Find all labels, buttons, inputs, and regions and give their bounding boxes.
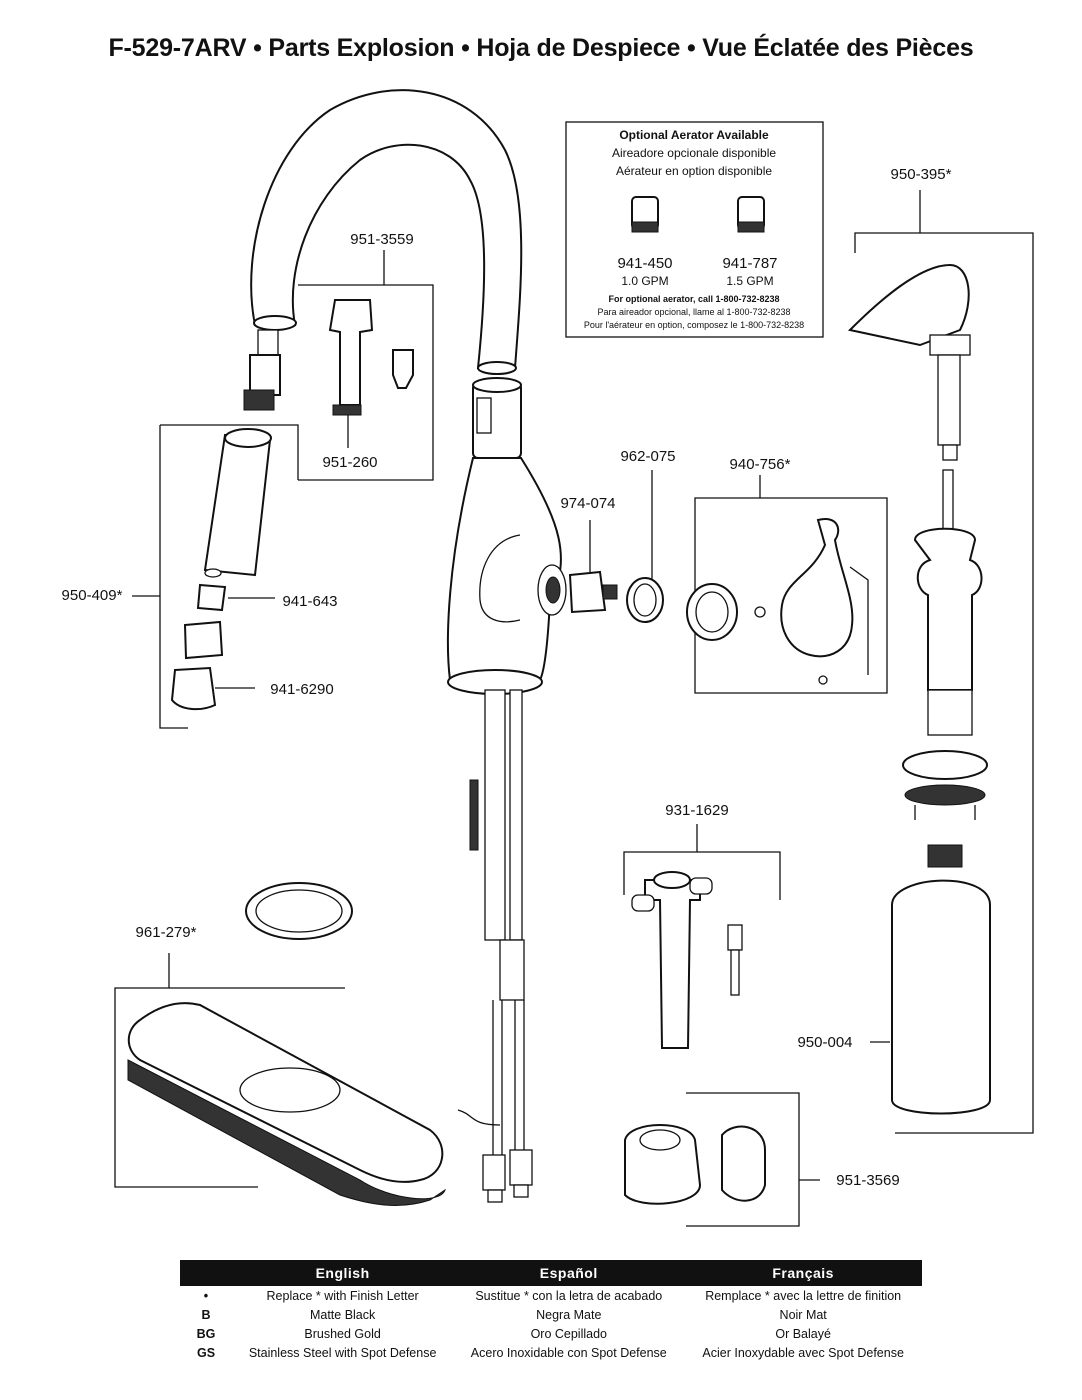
- aerator-part-b: 941-787: [722, 255, 777, 272]
- soap-dispenser: [847, 190, 1034, 1134]
- spray-head-assembly: [132, 329, 299, 729]
- legend-es: Acero Inoxidable con Spot Defense: [470, 1345, 667, 1360]
- legend-code: GS: [196, 1345, 216, 1360]
- label-940-756: 940-756*: [730, 456, 791, 473]
- table-row: • Replace * with Finish Letter Sustitue …: [180, 1286, 922, 1305]
- label-951-3559: 951-3559: [350, 231, 413, 248]
- label-962-075: 962-075: [620, 448, 675, 465]
- cartridge-parts: [568, 470, 664, 623]
- label-961-279: 961-279*: [136, 924, 197, 941]
- label-950-409: 950-409*: [62, 587, 123, 604]
- deck-plate: [114, 882, 446, 1206]
- table-row: B Matte Black Negra Mate Noir Mat: [180, 1305, 922, 1324]
- label-951-3569: 951-3569: [836, 1172, 899, 1189]
- legend-fr: Remplace * avec la lettre de finition: [705, 1288, 902, 1303]
- legend-en: Matte Black: [309, 1307, 376, 1322]
- faucet-body: [446, 377, 567, 1203]
- hose-connector-box: [298, 250, 434, 481]
- legend-code: B: [201, 1307, 211, 1322]
- aerator-call-fr: Pour l'aérateur en option, composez le 1…: [584, 320, 804, 330]
- legend-code-header: [180, 1260, 232, 1286]
- legend-fr: Acier Inoxydable avec Spot Defense: [702, 1345, 904, 1360]
- mounting-hardware: [623, 824, 781, 1049]
- aerator-flow-a: 1.0 GPM: [621, 274, 668, 288]
- faucet-spout: [250, 89, 523, 375]
- legend-header-espanol: Español: [453, 1260, 685, 1286]
- finish-legend-table: English Español Français • Replace * wit…: [180, 1260, 922, 1362]
- label-951-260: 951-260: [322, 454, 377, 471]
- optional-aerator-box: [565, 121, 824, 338]
- legend-en: Brushed Gold: [304, 1326, 381, 1341]
- label-931-1629: 931-1629: [665, 802, 728, 819]
- aerator-line-es: Aireadore opcionale disponible: [612, 146, 776, 160]
- handle-assembly: [686, 475, 888, 694]
- table-row: BG Brushed Gold Oro Cepillado Or Balayé: [180, 1324, 922, 1343]
- legend-code: BG: [196, 1326, 216, 1341]
- soap-bottle: [891, 844, 991, 1115]
- legend-es: Negra Mate: [536, 1307, 602, 1322]
- aerator-part-a: 941-450: [617, 255, 672, 272]
- legend-fr: Or Balayé: [775, 1326, 831, 1341]
- hose-weight: [624, 1092, 820, 1227]
- label-950-395: 950-395*: [891, 166, 952, 183]
- legend-en: Stainless Steel with Spot Defense: [248, 1345, 437, 1360]
- table-row: GS Stainless Steel with Spot Defense Ace…: [180, 1343, 922, 1362]
- legend-fr: Noir Mat: [779, 1307, 827, 1322]
- legend-es: Oro Cepillado: [530, 1326, 607, 1341]
- aerator-call-en: For optional aerator, call 1-800-732-823…: [608, 294, 779, 304]
- label-941-643: 941-643: [282, 593, 337, 610]
- label-950-004: 950-004: [797, 1034, 852, 1051]
- aerator-call-es: Para aireador opcional, llame al 1-800-7…: [597, 307, 790, 317]
- aerator-line-fr: Aérateur en option disponible: [616, 164, 772, 178]
- legend-header-francais: Français: [684, 1260, 922, 1286]
- legend-header-english: English: [232, 1260, 454, 1286]
- legend-code: •: [203, 1288, 209, 1303]
- label-941-6290: 941-6290: [270, 681, 333, 698]
- aerator-flow-b: 1.5 GPM: [726, 274, 773, 288]
- legend-en: Replace * with Finish Letter: [266, 1288, 419, 1303]
- aerator-heading: Optional Aerator Available: [619, 128, 769, 142]
- legend-es: Sustitue * con la letra de acabado: [475, 1288, 663, 1303]
- label-974-074: 974-074: [560, 495, 615, 512]
- page-title: F-529-7ARV • Parts Explosion • Hoja de D…: [108, 34, 974, 62]
